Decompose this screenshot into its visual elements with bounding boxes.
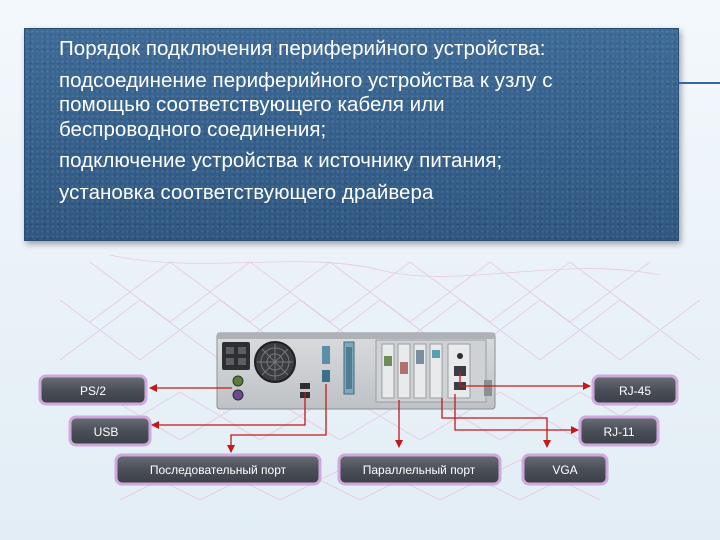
label-rj45-text: RJ-45 bbox=[619, 384, 651, 398]
label-ps2-text: PS/2 bbox=[80, 384, 106, 398]
fan-grille bbox=[254, 341, 296, 383]
accent-line bbox=[679, 82, 720, 84]
label-ps2: PS/2 bbox=[38, 374, 148, 406]
panel-line-2: помощью соответствующего кабеля или bbox=[59, 93, 445, 116]
label-serial: Последовательный порт bbox=[114, 453, 322, 486]
io-connectors bbox=[322, 341, 355, 395]
panel-title: Порядок подключения периферийного устрой… bbox=[59, 37, 546, 60]
panel-line-5: установка соответствующего драйвера bbox=[59, 180, 434, 204]
panel-line-4: подключение устройства к источнику питан… bbox=[59, 149, 503, 172]
text-panel: Порядок подключения периферийного устрой… bbox=[24, 28, 679, 241]
label-vga: VGA bbox=[521, 453, 609, 486]
label-parallel-text: Параллельный порт bbox=[363, 463, 476, 477]
connection-arrows bbox=[149, 372, 591, 453]
label-usb-text: USB bbox=[94, 425, 119, 439]
panel-line-1: подсоединение периферийного устройства к… bbox=[59, 68, 553, 92]
panel-line-3: беспроводного соединения; bbox=[59, 117, 327, 141]
computer-back-panel bbox=[216, 332, 496, 410]
label-usb: USB bbox=[68, 415, 152, 447]
label-vga-text: VGA bbox=[552, 463, 577, 477]
label-rj45: RJ-45 bbox=[591, 374, 679, 406]
expansion-slots bbox=[375, 339, 492, 403]
power-connectors bbox=[222, 342, 250, 370]
ps2-connectors bbox=[232, 375, 244, 401]
label-parallel: Параллельный порт bbox=[337, 453, 502, 486]
label-serial-text: Последовательный порт bbox=[150, 463, 287, 477]
label-rj11-text: RJ-11 bbox=[603, 425, 634, 439]
ports-diagram: PS/2 USB Последовательный порт Параллель… bbox=[38, 254, 701, 501]
label-rj11: RJ-11 bbox=[578, 415, 660, 447]
